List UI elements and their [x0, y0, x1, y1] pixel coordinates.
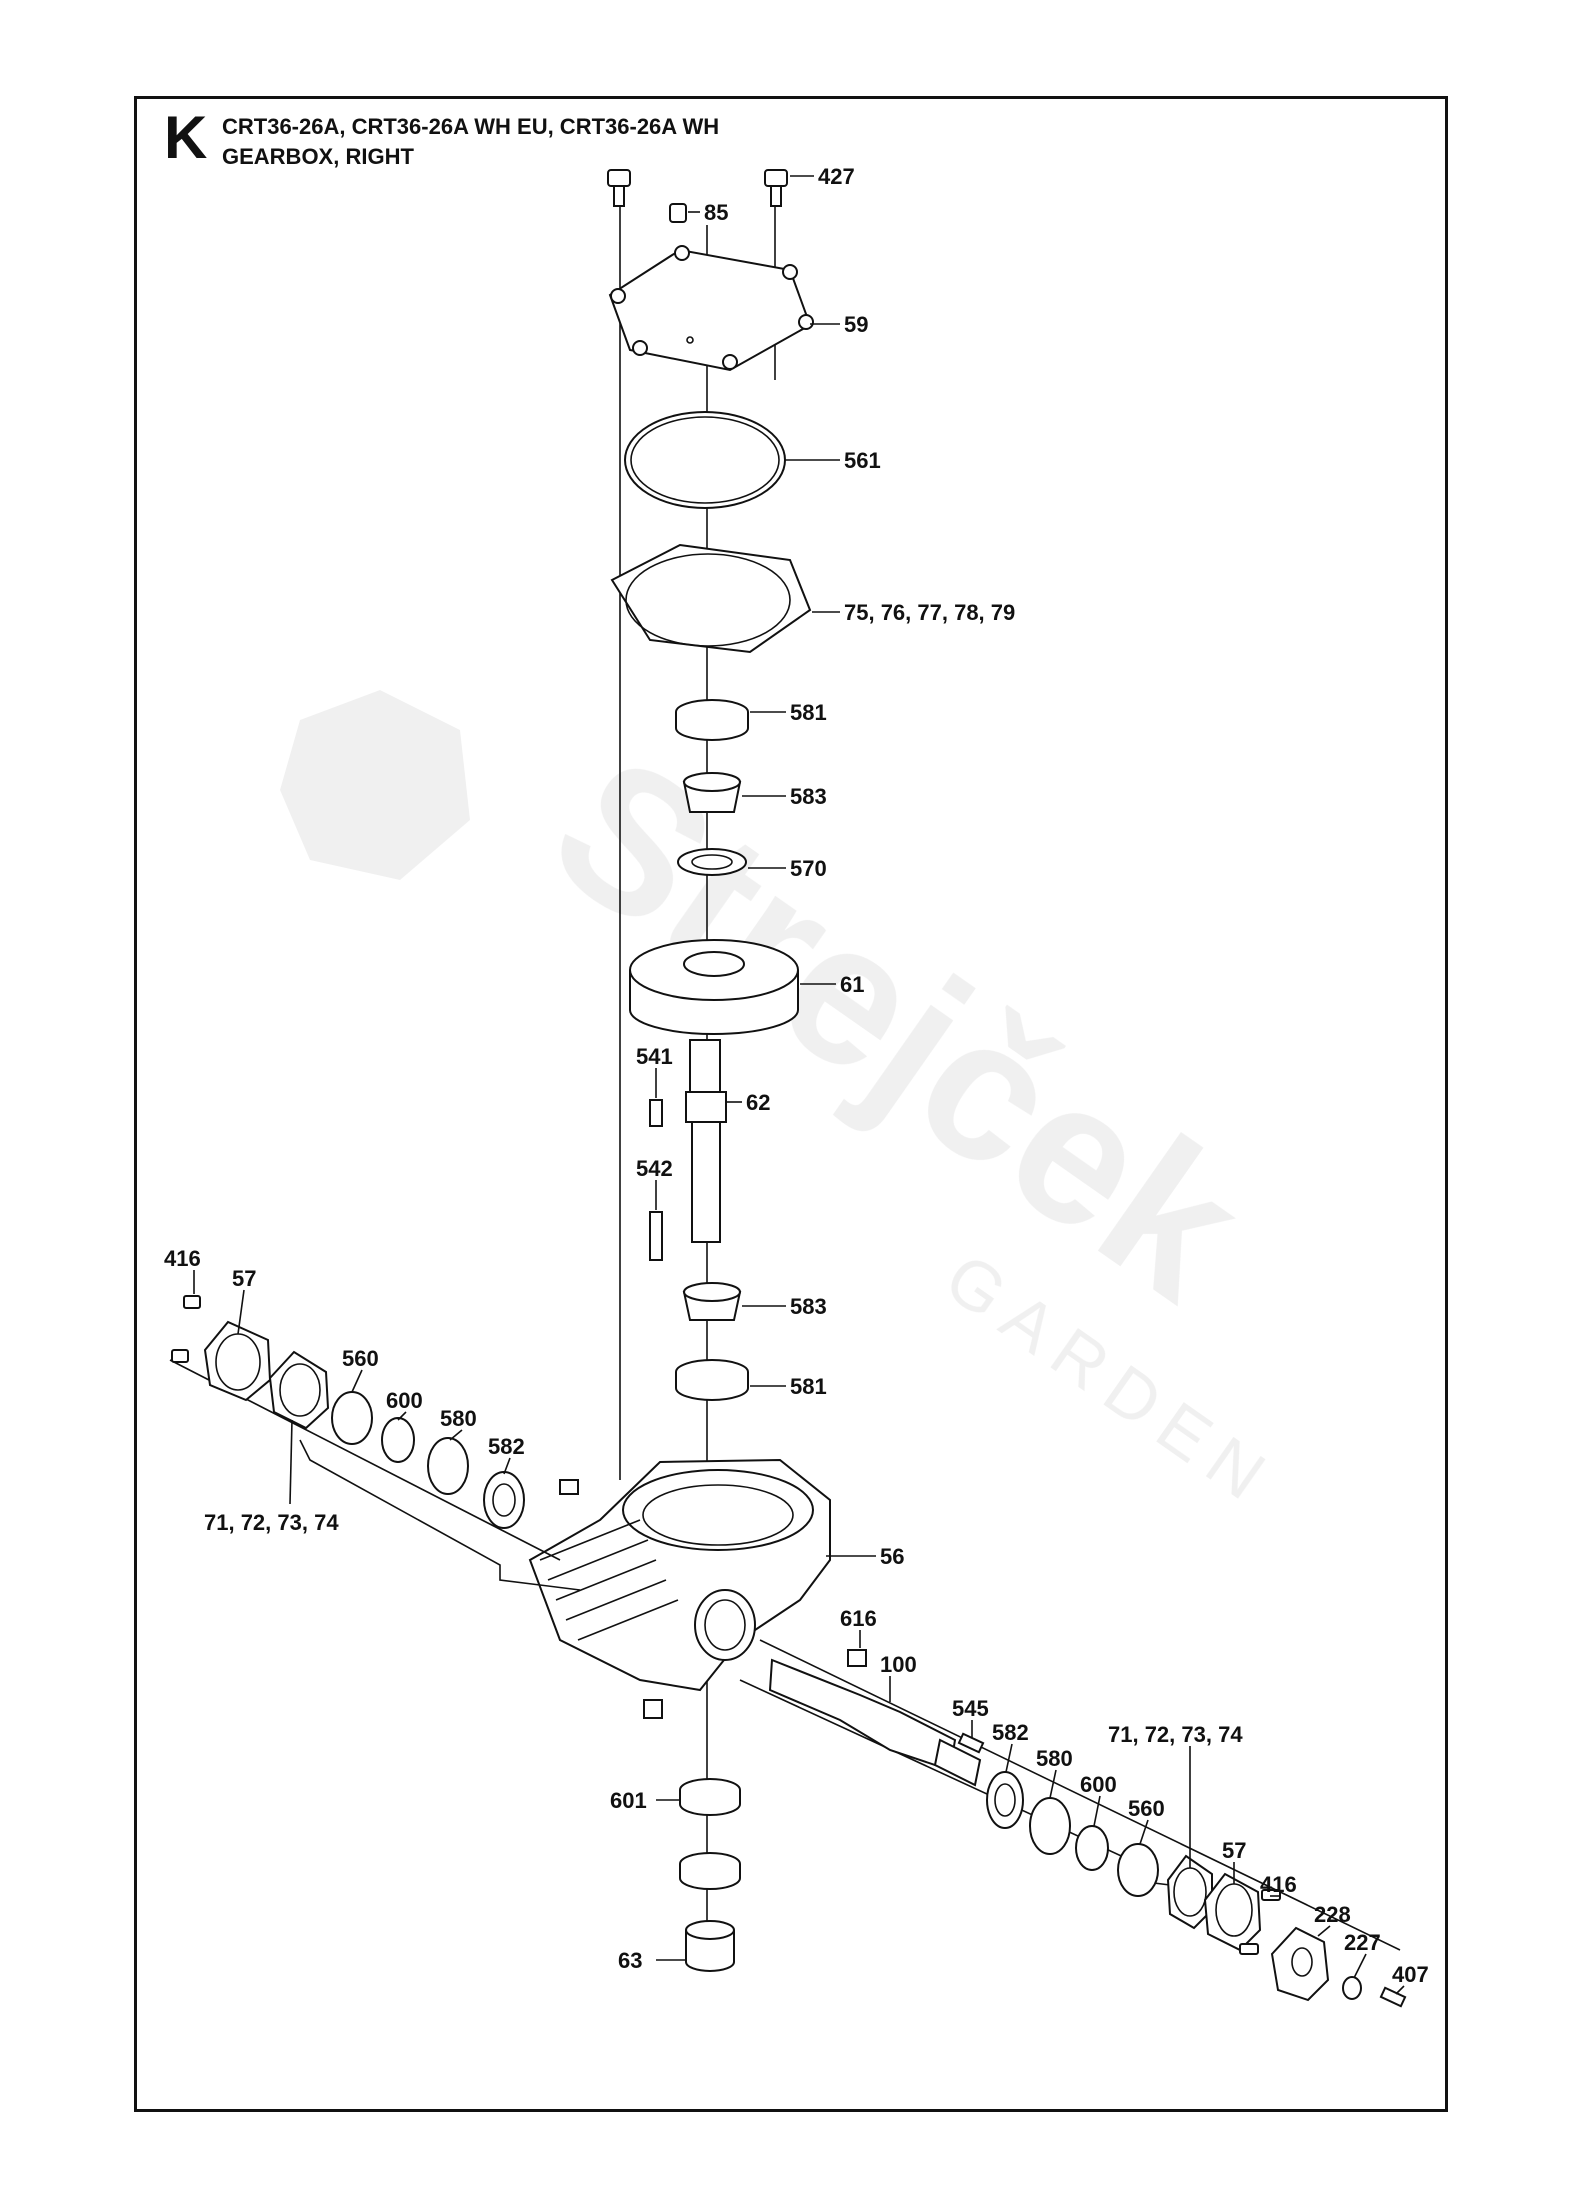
- callout-600-left: 600: [386, 1388, 423, 1413]
- callout-570: 570: [790, 856, 827, 881]
- part-pin-bottom: [643, 1699, 663, 1719]
- callout-71-74-right: 71, 72, 73, 74: [1108, 1722, 1243, 1747]
- part-542-key: [649, 1211, 663, 1261]
- part-583-bearing-top: [682, 772, 742, 813]
- callout-62: 62: [746, 1090, 770, 1115]
- callout-560-left: 560: [342, 1346, 379, 1371]
- callout-61: 61: [840, 972, 864, 997]
- part-580-cup-right: [1029, 1797, 1071, 1855]
- callout-59: 59: [844, 312, 868, 337]
- watermark-logo-icon: [280, 690, 470, 880]
- callout-56: 56: [880, 1544, 904, 1569]
- part-56-gearbox-housing: [528, 1458, 831, 1692]
- part-581-bearing-cup-top: [675, 699, 749, 741]
- callout-85: 85: [704, 200, 728, 225]
- part-416-bolt-right: [1239, 1889, 1281, 1955]
- part-59-cover: [608, 245, 814, 372]
- section-letter: K: [164, 104, 208, 171]
- callout-580-right: 580: [1036, 1746, 1073, 1771]
- callout-57-left: 57: [232, 1266, 256, 1291]
- part-63-seal-ring: [679, 1852, 741, 1890]
- axis-line-diagonal-right: [759, 1639, 1401, 1951]
- part-63-bushing: [685, 1920, 735, 1972]
- part-62-shaft: [685, 1039, 727, 1243]
- part-427-bolt: [607, 169, 788, 207]
- callout-416-right: 416: [1260, 1872, 1297, 1897]
- callout-545: 545: [952, 1696, 989, 1721]
- part-61-worm-gear: [629, 939, 799, 1035]
- part-57-flange-right: [1203, 1872, 1262, 1952]
- part-541-key: [649, 1099, 663, 1127]
- part-601-cup: [679, 1778, 741, 1816]
- part-227-washer: [1342, 1976, 1362, 2000]
- callout-582-left: 582: [488, 1434, 525, 1459]
- callout-407: 407: [1392, 1962, 1429, 1987]
- part-407-bolt: [1379, 1986, 1407, 2008]
- callout-63: 63: [618, 1948, 642, 1973]
- callout-541: 541: [636, 1044, 673, 1069]
- part-416-bolt-left: [171, 1295, 201, 1363]
- callout-580-left: 580: [440, 1406, 477, 1431]
- callout-427: 427: [818, 164, 855, 189]
- part-pin-left: [559, 1479, 579, 1495]
- callout-561: 561: [844, 448, 881, 473]
- callout-71-74-left: 71, 72, 73, 74: [204, 1510, 339, 1535]
- callout-581-lower: 581: [790, 1374, 827, 1399]
- part-580-cup-left: [427, 1437, 469, 1495]
- part-581-bearing-cup-lower: [675, 1359, 749, 1401]
- callout-601: 601: [610, 1788, 647, 1813]
- callout-100: 100: [880, 1652, 917, 1677]
- part-561-o-ring: [624, 411, 786, 509]
- part-570-ring: [677, 848, 747, 876]
- diagram-title: GEARBOX, RIGHT: [222, 144, 414, 169]
- part-75-gasket: [610, 543, 812, 654]
- callout-600-right: 600: [1080, 1772, 1117, 1797]
- callout-542: 542: [636, 1156, 673, 1181]
- part-560-ring-left: [331, 1391, 373, 1445]
- callout-labels: 427 85 59 561 75, 76, 77, 78, 79 581 583…: [164, 164, 1429, 1987]
- part-71-shim-left: [268, 1350, 330, 1430]
- part-582-bearing-right: [986, 1771, 1024, 1829]
- part-600-seal-left: [381, 1417, 415, 1463]
- callout-581-top: 581: [790, 700, 827, 725]
- callout-582-right: 582: [992, 1720, 1029, 1745]
- callout-616: 616: [840, 1606, 877, 1631]
- leader-lines: [193, 175, 1405, 1995]
- drawing-frame: [134, 96, 1448, 2112]
- part-600-seal-right: [1075, 1825, 1109, 1871]
- callout-228: 228: [1314, 1902, 1351, 1927]
- model-list: CRT36-26A, CRT36-26A WH EU, CRT36-26A WH: [222, 114, 720, 139]
- callout-583-lower: 583: [790, 1294, 827, 1319]
- callout-75-79: 75, 76, 77, 78, 79: [844, 600, 1015, 625]
- callout-583-top: 583: [790, 784, 827, 809]
- watermark-brand: Strejček: [515, 713, 1281, 1343]
- part-100-output-shaft: [768, 1658, 982, 1787]
- part-582-bearing-left: [483, 1471, 525, 1529]
- watermark: Strejček GARDEN: [280, 690, 1290, 1522]
- part-616-pin: [847, 1649, 867, 1667]
- callout-416-left: 416: [164, 1246, 201, 1271]
- callout-227: 227: [1344, 1930, 1381, 1955]
- part-583-bearing-lower: [682, 1282, 742, 1321]
- callout-560-right: 560: [1128, 1796, 1165, 1821]
- part-560-ring-right: [1117, 1843, 1159, 1897]
- part-545-key: [957, 1732, 985, 1754]
- part-228-hub: [1270, 1926, 1330, 2002]
- callout-57-right: 57: [1222, 1838, 1246, 1863]
- part-85-plug: [669, 203, 687, 223]
